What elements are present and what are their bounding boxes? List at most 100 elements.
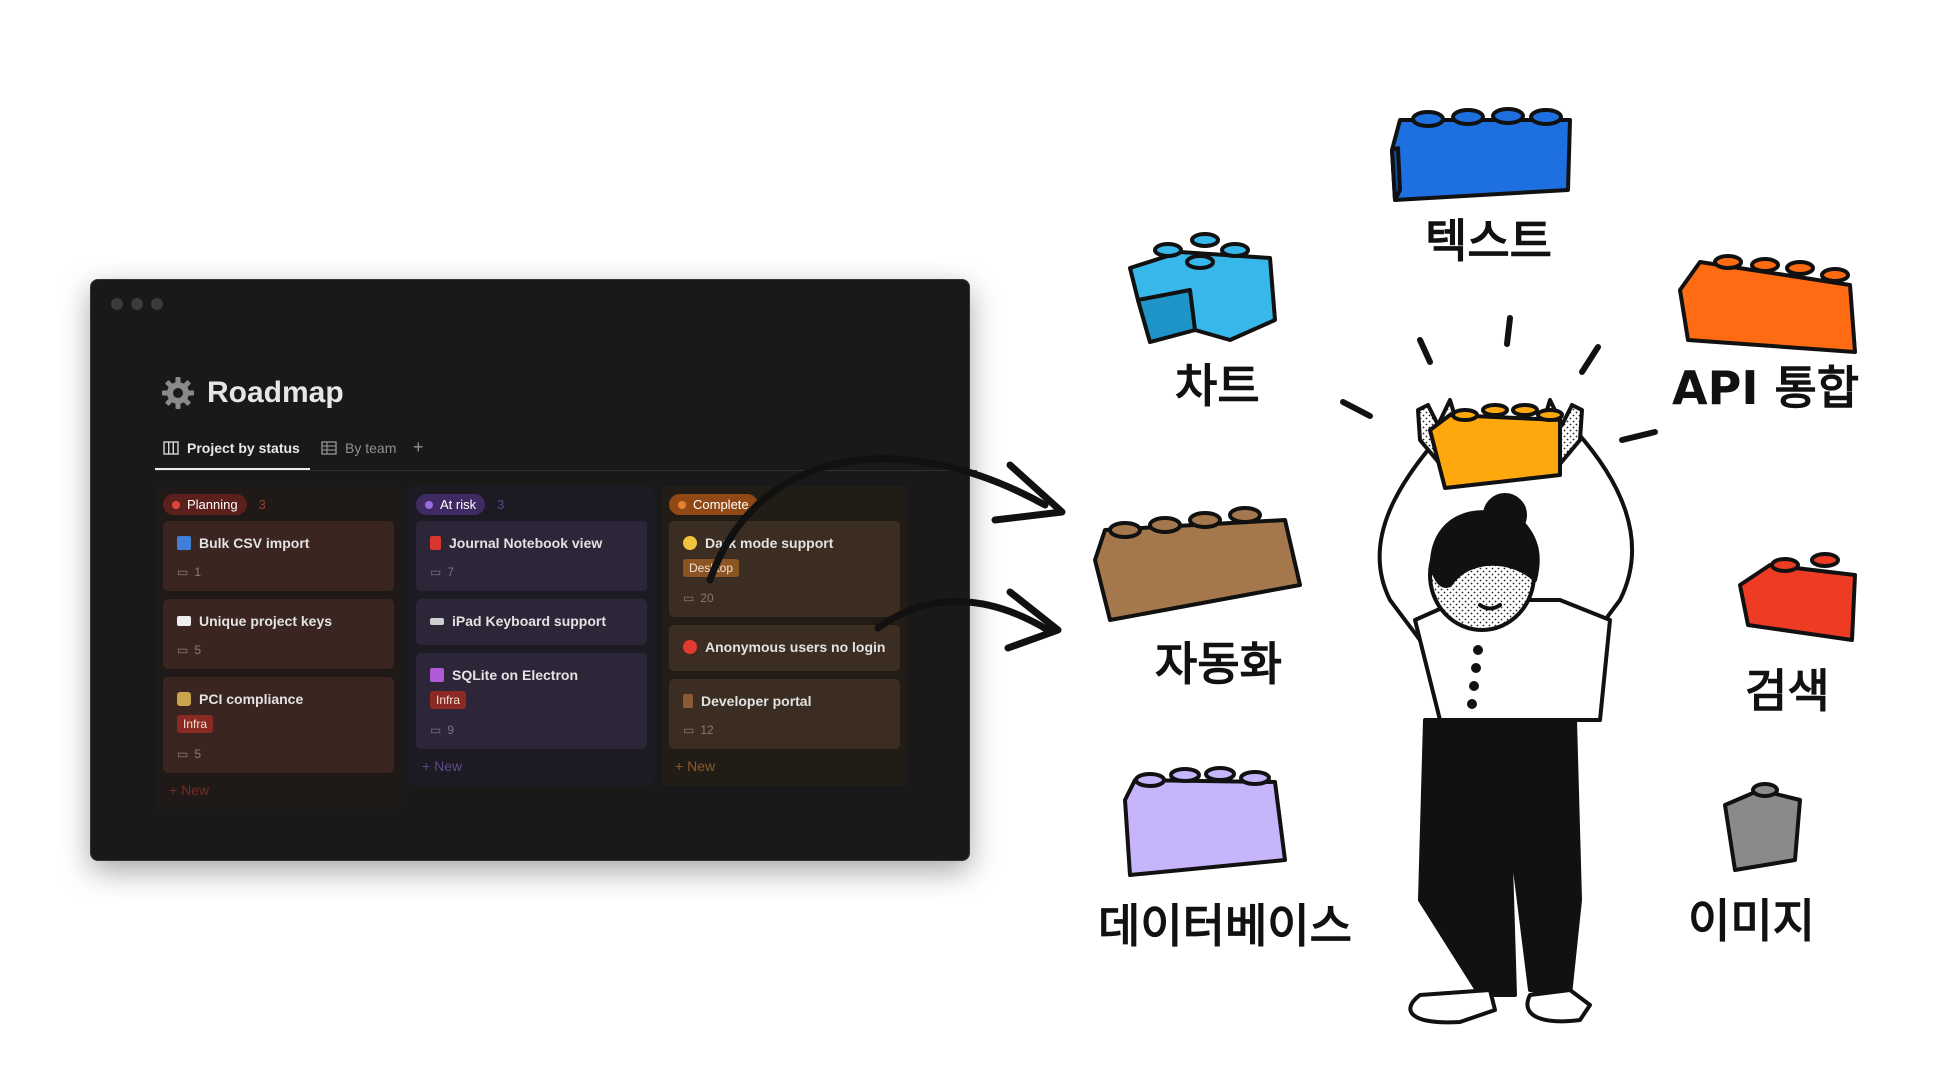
label-api: API 통합 bbox=[1672, 361, 1860, 415]
cyan-brick-icon bbox=[1128, 232, 1277, 344]
plus-icon: + bbox=[675, 758, 688, 774]
card-title-row: PCI compliance bbox=[177, 691, 303, 707]
label-chart: 차트 bbox=[1175, 359, 1260, 413]
card-title-row: SQLite on Electron bbox=[430, 667, 578, 683]
card-title-row: Developer portal bbox=[683, 693, 811, 709]
label-text: 텍스트 bbox=[1425, 214, 1552, 268]
piano-icon bbox=[177, 616, 191, 626]
comment-count: 9 bbox=[447, 723, 455, 737]
card-title-row: Dark mode support bbox=[683, 535, 833, 551]
comment-icon: ▭ bbox=[683, 591, 695, 605]
card-comments: ▭ 20 bbox=[683, 591, 714, 605]
label-image: 이미지 bbox=[1688, 894, 1815, 948]
comment-count: 20 bbox=[700, 591, 714, 605]
new-label: New bbox=[181, 782, 210, 798]
new-label: New bbox=[687, 758, 716, 774]
comment-count: 5 bbox=[194, 643, 202, 657]
board-column-at-risk: At risk 3 Journal Notebook view ▭ 7 iPad… bbox=[408, 486, 655, 786]
arrow-upper bbox=[706, 455, 1066, 584]
keyboard-icon bbox=[430, 617, 444, 625]
comment-count: 7 bbox=[447, 565, 455, 579]
purple-brick-icon bbox=[1123, 766, 1287, 877]
comment-count: 5 bbox=[194, 747, 202, 761]
board-card[interactable]: SQLite on Electron Infra ▭ 9 bbox=[416, 653, 647, 749]
card-title: PCI compliance bbox=[199, 691, 304, 707]
app-window: Roadmap Project by status By team + Plan… bbox=[90, 279, 977, 861]
status-pill[interactable]: At risk bbox=[416, 494, 486, 515]
status-label: Planning bbox=[187, 497, 238, 512]
window-controls bbox=[111, 298, 163, 310]
notebook-icon bbox=[430, 536, 441, 550]
brown-brick-icon bbox=[1093, 506, 1302, 622]
tab-project-by-status[interactable]: Project by status bbox=[163, 440, 300, 456]
close-window-button[interactable] bbox=[111, 298, 123, 310]
atom-icon bbox=[430, 668, 444, 682]
card-title: Dark mode support bbox=[705, 535, 834, 551]
moon-icon bbox=[683, 536, 697, 550]
card-comments: ▭ 9 bbox=[430, 723, 454, 737]
card-title: Journal Notebook view bbox=[449, 535, 603, 551]
card-title: Anonymous users no login bbox=[705, 639, 886, 655]
person-illustration bbox=[1377, 398, 1635, 1025]
card-comments: ▭ 5 bbox=[177, 643, 201, 657]
comment-icon: ▭ bbox=[177, 747, 189, 761]
card-comments: ▭ 7 bbox=[430, 565, 454, 579]
card-comments: ▭ 5 bbox=[177, 747, 201, 761]
card-tag: Infra bbox=[430, 691, 467, 709]
column-header: Complete bbox=[669, 494, 758, 515]
plus-icon: + bbox=[169, 782, 182, 798]
red-brick-icon bbox=[1738, 552, 1857, 642]
active-tab-indicator bbox=[155, 468, 310, 470]
card-title-row: Bulk CSV import bbox=[177, 535, 309, 551]
label-database: 데이터베이스 bbox=[1098, 899, 1352, 953]
minimize-window-button[interactable] bbox=[131, 298, 143, 310]
tab-label: By team bbox=[345, 440, 397, 456]
new-card-button[interactable]: + New bbox=[675, 758, 715, 774]
page-title-row: Roadmap bbox=[161, 376, 344, 410]
door-icon bbox=[683, 694, 693, 708]
status-pill[interactable]: Complete bbox=[669, 494, 758, 515]
yellow-brick-icon bbox=[1428, 403, 1564, 490]
comment-icon: ▭ bbox=[683, 723, 695, 737]
arrow-lower bbox=[874, 588, 1062, 652]
card-title-row: Journal Notebook view bbox=[430, 535, 602, 551]
card-title: Unique project keys bbox=[199, 613, 333, 629]
label-search: 검색 bbox=[1745, 664, 1830, 718]
board-card[interactable]: Anonymous users no login bbox=[669, 625, 900, 671]
table-view-icon bbox=[321, 441, 337, 455]
board-card[interactable]: PCI compliance Infra ▭ 5 bbox=[163, 677, 394, 773]
no-entry-icon bbox=[683, 640, 697, 654]
board-card[interactable]: Bulk CSV import ▭ 1 bbox=[163, 521, 394, 591]
label-automation: 자동화 bbox=[1155, 637, 1282, 691]
page-title: Roadmap bbox=[207, 376, 344, 409]
orange-brick-icon bbox=[1678, 254, 1857, 354]
card-comments: ▭ 12 bbox=[683, 723, 714, 737]
new-card-button[interactable]: + New bbox=[169, 782, 209, 798]
sync-icon bbox=[177, 536, 191, 550]
status-dot bbox=[172, 500, 180, 509]
add-view-button[interactable]: + bbox=[413, 437, 424, 458]
status-label: Complete bbox=[693, 497, 749, 512]
new-card-button[interactable]: + New bbox=[422, 758, 462, 774]
board-card[interactable]: Developer portal ▭ 12 bbox=[669, 679, 900, 749]
board-column-planning: Planning 3 Bulk CSV import ▭ 1 Unique pr… bbox=[155, 486, 402, 810]
maximize-window-button[interactable] bbox=[151, 298, 163, 310]
status-dot bbox=[678, 500, 686, 509]
board-card[interactable]: Journal Notebook view ▭ 7 bbox=[416, 521, 647, 591]
status-pill[interactable]: Planning bbox=[163, 494, 247, 515]
card-title: iPad Keyboard support bbox=[452, 613, 607, 629]
comment-icon: ▭ bbox=[177, 565, 189, 579]
board-card[interactable]: Unique project keys ▭ 5 bbox=[163, 599, 394, 669]
burst-lines bbox=[1340, 315, 1658, 443]
comment-count: 1 bbox=[194, 565, 202, 579]
card-title-row: iPad Keyboard support bbox=[430, 613, 606, 629]
column-count: 3 bbox=[497, 497, 505, 512]
gray-brick-icon bbox=[1723, 782, 1802, 872]
board-card[interactable]: iPad Keyboard support bbox=[416, 599, 647, 645]
card-title: SQLite on Electron bbox=[452, 667, 579, 683]
tab-by-team[interactable]: By team bbox=[321, 440, 396, 456]
plus-icon: + bbox=[422, 758, 435, 774]
board-card[interactable]: Dark mode support Desktop ▭ 20 bbox=[669, 521, 900, 617]
status-dot bbox=[425, 500, 433, 509]
